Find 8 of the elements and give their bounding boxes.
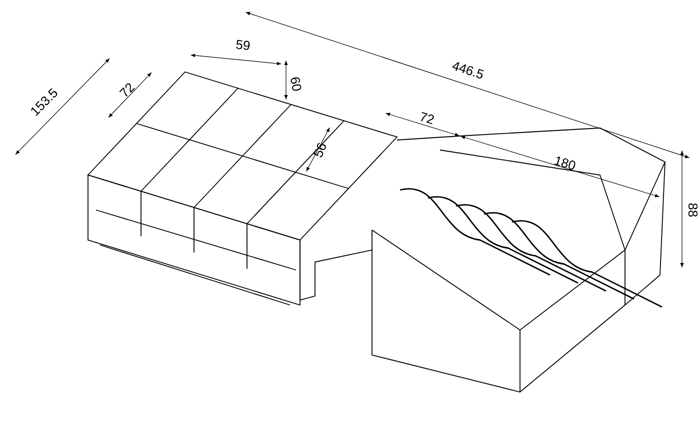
dimension-label: 180: [554, 156, 576, 170]
dimension-label: 88: [688, 203, 698, 217]
dimension-label: 72: [119, 83, 135, 97]
dimension-label: 60: [290, 77, 302, 91]
dimension-label: 446.5: [452, 62, 484, 78]
dimension-label: 72: [421, 112, 434, 124]
dimension-label: 59: [236, 40, 250, 50]
dimension-label: 56: [314, 143, 326, 158]
